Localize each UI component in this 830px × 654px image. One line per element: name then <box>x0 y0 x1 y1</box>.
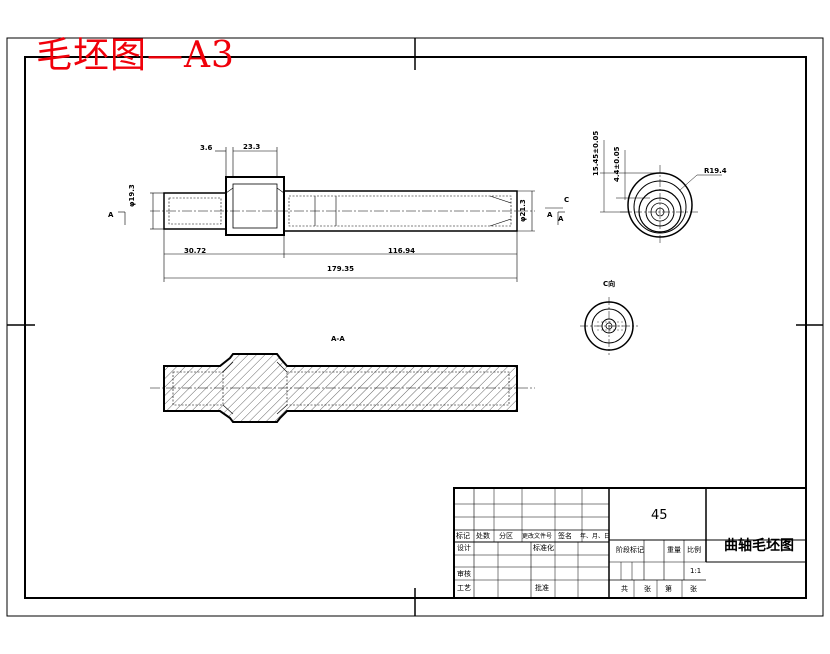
sheet-title: 毛坯图—A3 <box>36 35 235 76</box>
dim-e3: R19.4 <box>704 167 727 175</box>
front-view-dimensions <box>118 147 565 282</box>
view-mark-c: C <box>564 196 570 204</box>
dim-e1: 15.45±0.05 <box>592 130 600 176</box>
header-cell-change-doc: 更改文件号 <box>522 533 553 540</box>
row-label-design: 设计 <box>457 544 471 552</box>
section-view <box>150 353 535 423</box>
section-mark-left: A <box>108 211 114 219</box>
scale-value: 1:1 <box>690 567 702 575</box>
material-label: 45 <box>651 508 668 523</box>
front-view <box>150 176 535 236</box>
sheet-total-unit: 张 <box>644 585 651 593</box>
c-view <box>580 297 638 355</box>
view-mark-a: A <box>547 211 553 219</box>
dim-d1: 3.6 <box>200 144 213 152</box>
section-label: A-A <box>331 335 345 343</box>
sheet-total-label: 共 <box>621 585 628 593</box>
dim-d7: φ21.3 <box>519 199 527 222</box>
c-view-label: C向 <box>603 280 616 288</box>
dim-e2: 4.4±0.05 <box>613 146 621 182</box>
dim-d6: φ19.3 <box>128 184 136 207</box>
title-block <box>453 487 807 599</box>
shaft-collar-inner <box>232 183 278 229</box>
shaft-collar <box>225 176 285 236</box>
header-cell-count: 处数 <box>476 532 490 540</box>
header-cell-date: 年、月、日 <box>580 533 611 540</box>
collar-fillet-right <box>276 187 285 194</box>
outer-border <box>6 37 824 617</box>
shaft-taper-1 <box>489 195 512 204</box>
stage-label-weight: 重量 <box>667 546 681 554</box>
section-outline <box>163 353 518 423</box>
sheet-no-label: 第 <box>665 585 672 593</box>
approve-label: 批准 <box>535 584 549 592</box>
dim-d2: 23.3 <box>243 143 261 151</box>
header-cell-zone: 分区 <box>499 532 513 540</box>
section-mark-right: A <box>558 215 564 223</box>
header-cell-sign: 签名 <box>558 532 572 540</box>
dim-d5: 179.35 <box>327 265 355 273</box>
part-name: 曲轴毛坯图 <box>724 538 794 554</box>
inner-border <box>24 56 807 599</box>
sheet-no-unit: 张 <box>690 585 697 593</box>
shaft-taper-2 <box>489 218 512 227</box>
collar-fillet-left <box>225 187 234 194</box>
dim-d4: 116.94 <box>388 247 416 255</box>
header-cell-mark: 标记 <box>456 532 470 540</box>
stage-label-mark: 阶段标记 <box>616 546 644 554</box>
end-view <box>600 140 722 245</box>
dim-d3: 30.72 <box>184 247 207 255</box>
stage-label-scale: 比例 <box>687 546 701 554</box>
std-label: 标准化 <box>533 544 554 552</box>
row-label-process: 工艺 <box>457 584 471 592</box>
row-label-review: 审核 <box>457 570 471 578</box>
